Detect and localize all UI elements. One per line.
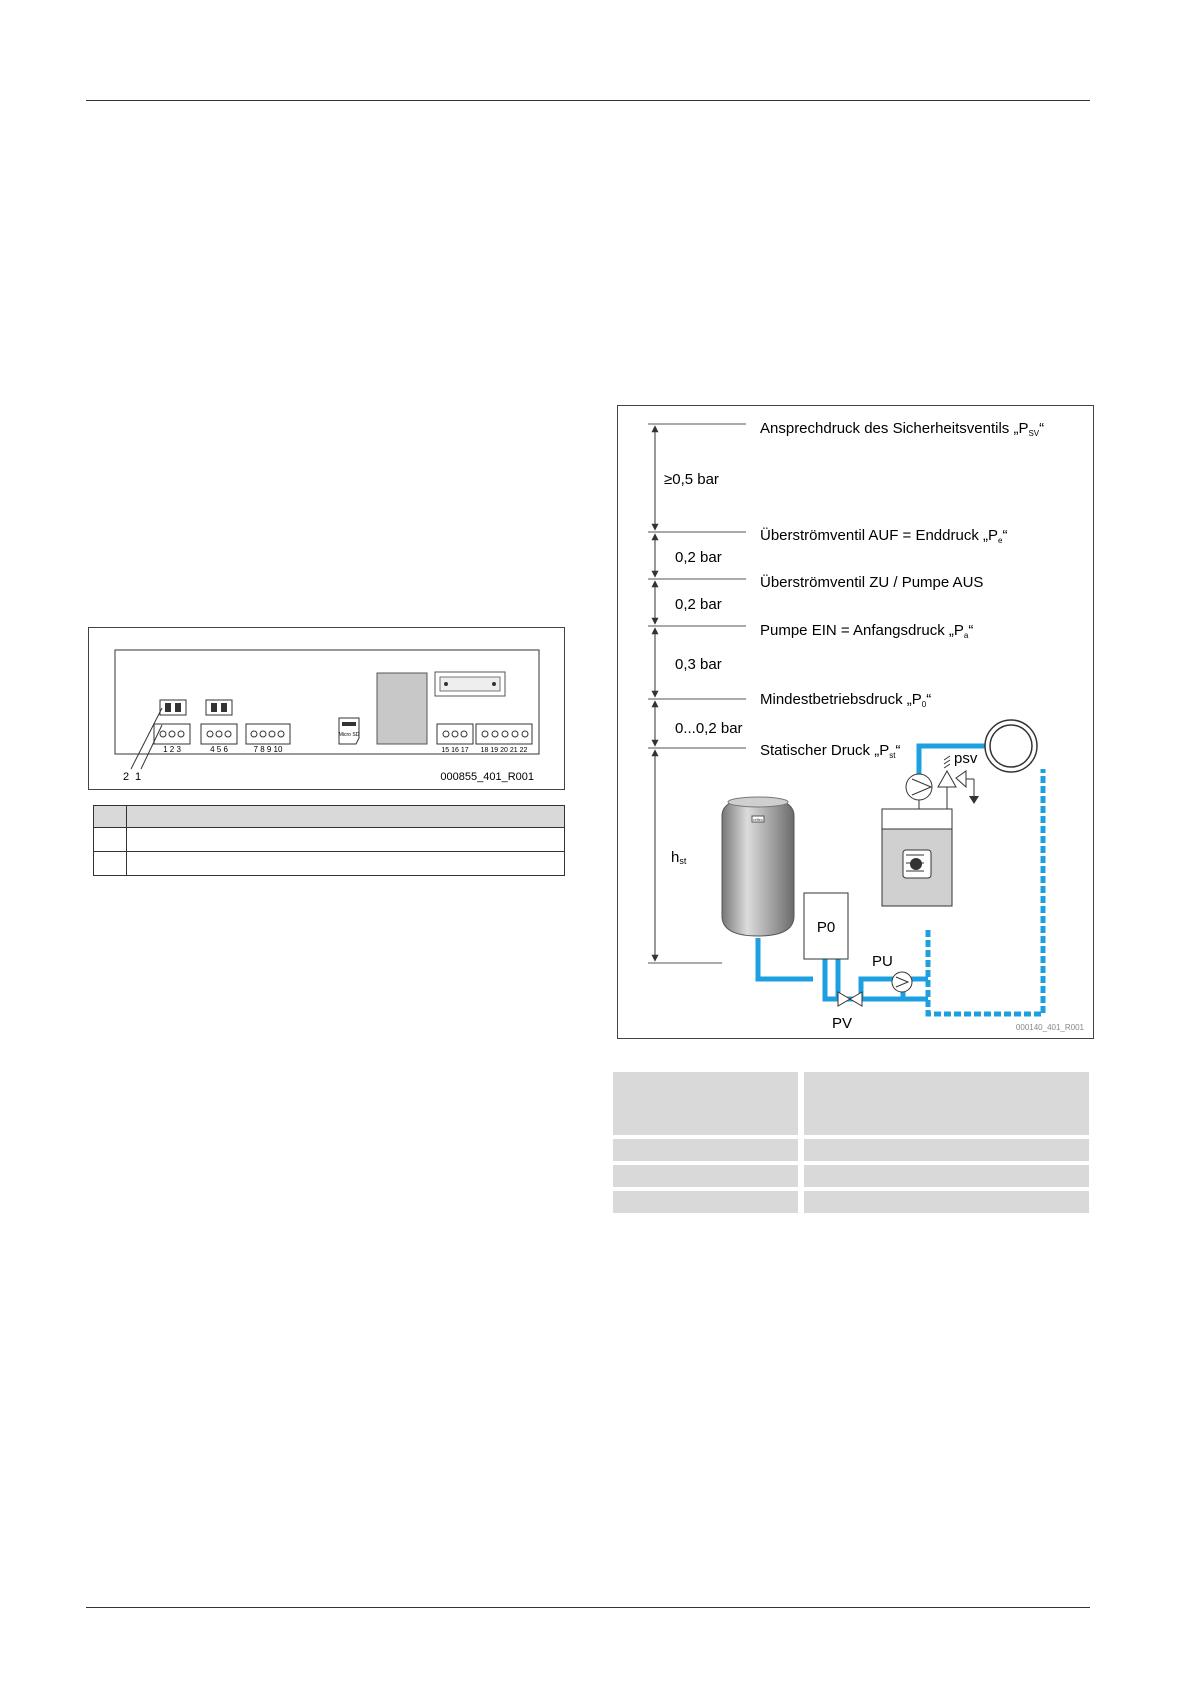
level-label-pst: Statischer Druck „Pst“ bbox=[760, 742, 900, 760]
header-rule bbox=[86, 100, 1090, 101]
table-cell bbox=[613, 1165, 798, 1187]
table-cell bbox=[804, 1139, 1089, 1161]
expansion-vessel-icon: reflex bbox=[721, 796, 795, 937]
level-label-p0: Mindestbetriebsdruck „P0“ bbox=[760, 691, 931, 709]
pressure-levels-figure: ≥0,5 bar 0,2 bar 0,2 bar 0,3 bar 0...0,2… bbox=[617, 405, 1094, 1039]
valve-pv-icon bbox=[837, 991, 863, 1007]
footer-rule bbox=[86, 1607, 1090, 1608]
table-row bbox=[93, 827, 565, 852]
pv-label: PV bbox=[832, 1015, 852, 1032]
heating-pump-icon bbox=[905, 773, 933, 801]
terminal-label: 1 2 3 bbox=[163, 745, 181, 754]
display-panel bbox=[376, 672, 428, 745]
vessel-logo: reflex bbox=[753, 817, 763, 822]
table-cell bbox=[804, 1191, 1089, 1213]
terminal-label: 18 19 20 21 22 bbox=[481, 747, 528, 754]
pu-label: PU bbox=[872, 953, 893, 970]
terminal-block-15-17 bbox=[436, 723, 474, 745]
hst-label: hst bbox=[671, 849, 687, 866]
boiler-icon bbox=[881, 808, 953, 907]
interval-label: 0,2 bar bbox=[675, 596, 722, 613]
terminal-label: 7 8 9 10 bbox=[254, 745, 283, 754]
safety-valve-icon bbox=[937, 755, 979, 809]
level-label-pa: Pumpe EIN = Anfangsdruck „Pa“ bbox=[760, 622, 973, 640]
terminal-block-4-6 bbox=[200, 723, 238, 745]
level-label-pe: Überströmventil AUF = Enddruck „Pe“ bbox=[760, 526, 1007, 545]
terminal-label: 4 5 6 bbox=[210, 745, 228, 754]
table-row bbox=[93, 805, 565, 828]
table-header-cell bbox=[613, 1072, 798, 1135]
table-cell bbox=[804, 1165, 1089, 1187]
interval-label: 0...0,2 bar bbox=[675, 720, 743, 737]
p0-label: P0 bbox=[817, 919, 835, 936]
interval-label: ≥0,5 bar bbox=[664, 471, 719, 488]
dip-switch-icon bbox=[205, 699, 233, 716]
terminal-block-18-22 bbox=[475, 723, 533, 745]
return-pipes bbox=[925, 769, 1046, 1017]
dip-switch-icon bbox=[159, 699, 187, 716]
interval-label: 0,3 bar bbox=[675, 656, 722, 673]
connector-icon bbox=[434, 671, 506, 697]
micro-sd-label: Micro SD bbox=[339, 732, 360, 738]
callout-2: 2 bbox=[123, 771, 129, 783]
callout-1: 1 bbox=[135, 771, 141, 783]
callout-line-2 bbox=[130, 707, 163, 770]
table-row bbox=[93, 851, 565, 876]
controller-board-figure: 1 2 3 4 5 6 7 8 9 10 15 16 17 18 19 20 2… bbox=[88, 627, 565, 790]
level-label-psv: Ansprechdruck des Sicherheitsventils „PS… bbox=[760, 420, 1044, 438]
terminal-block-7-10 bbox=[245, 723, 291, 745]
level-label-pump-off: Überströmventil ZU / Pumpe AUS bbox=[760, 573, 983, 591]
controller-board-drawing: 1 2 3 4 5 6 7 8 9 10 15 16 17 18 19 20 2… bbox=[114, 649, 540, 783]
table-cell bbox=[613, 1191, 798, 1213]
callout-line-1 bbox=[140, 724, 163, 770]
p0-box bbox=[803, 892, 849, 960]
terminal-block-1-3 bbox=[153, 723, 191, 745]
psv-label: psv bbox=[954, 750, 978, 767]
terminal-label: 15 16 17 bbox=[441, 747, 468, 754]
legend-table bbox=[93, 805, 565, 876]
figure-id: 000855_401_R001 bbox=[440, 771, 534, 783]
interval-label: 0,2 bar bbox=[675, 549, 722, 566]
figure-id: 000140_401_R001 bbox=[1016, 1023, 1085, 1032]
pressure-diagram: ≥0,5 bar 0,2 bar 0,2 bar 0,3 bar 0...0,2… bbox=[648, 420, 1085, 1032]
table-header-cell bbox=[804, 1072, 1089, 1135]
table-cell bbox=[613, 1139, 798, 1161]
micro-sd-card-icon: Micro SD bbox=[338, 717, 360, 745]
